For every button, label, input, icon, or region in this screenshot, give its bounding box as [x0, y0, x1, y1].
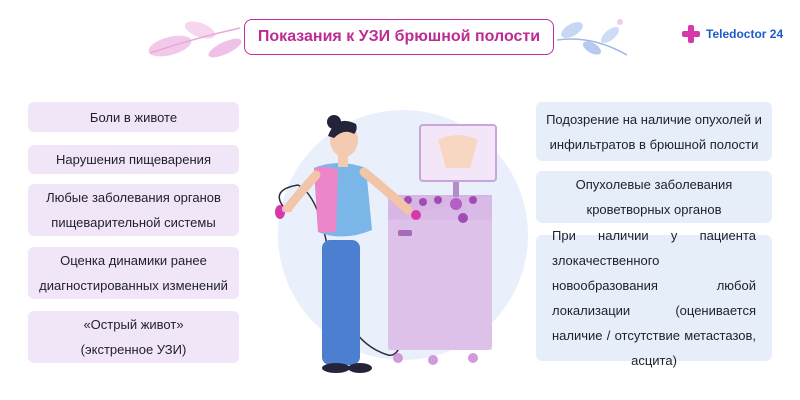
leaves-right-decoration [556, 19, 628, 56]
indication-text: «Острый живот» (экстренное УЗИ) [80, 317, 187, 357]
indication-card: «Острый живот» (экстренное УЗИ) [28, 311, 239, 363]
indication-card: Любые заболевания органов пищеварительно… [28, 184, 239, 236]
indication-card: Боли в животе [28, 102, 239, 132]
indication-text: Любые заболевания органов пищеварительно… [46, 190, 221, 230]
indication-card: Опухолевые заболевания кроветворных орга… [536, 171, 772, 223]
teledoctor-logo: Teledoctor 24 [682, 25, 783, 43]
indication-card: Нарушения пищеварения [28, 145, 239, 174]
logo-text: Teledoctor 24 [706, 27, 784, 41]
indication-text: При наличии у пациента злокачественного … [552, 228, 756, 368]
indication-text: Боли в животе [89, 109, 178, 125]
indication-text: Опухолевые заболевания кроветворных орга… [575, 177, 733, 217]
indication-text: Оценка динамики ранее диагностированных … [39, 253, 228, 293]
doctor-ultrasound-illustration [275, 110, 528, 373]
indication-card: При наличии у пациента злокачественного … [536, 228, 772, 368]
indication-text: Нарушения пищеварения [56, 152, 211, 167]
leaves-left-decoration [148, 21, 242, 58]
plus-cross-icon [682, 25, 700, 43]
indication-card: Оценка динамики ранее диагностированных … [28, 247, 239, 299]
indication-text: Подозрение на наличие опухолей и инфильт… [546, 111, 762, 152]
page-title: Показания к УЗИ брюшной полости [244, 19, 554, 55]
indication-card: Подозрение на наличие опухолей и инфильт… [536, 102, 772, 161]
